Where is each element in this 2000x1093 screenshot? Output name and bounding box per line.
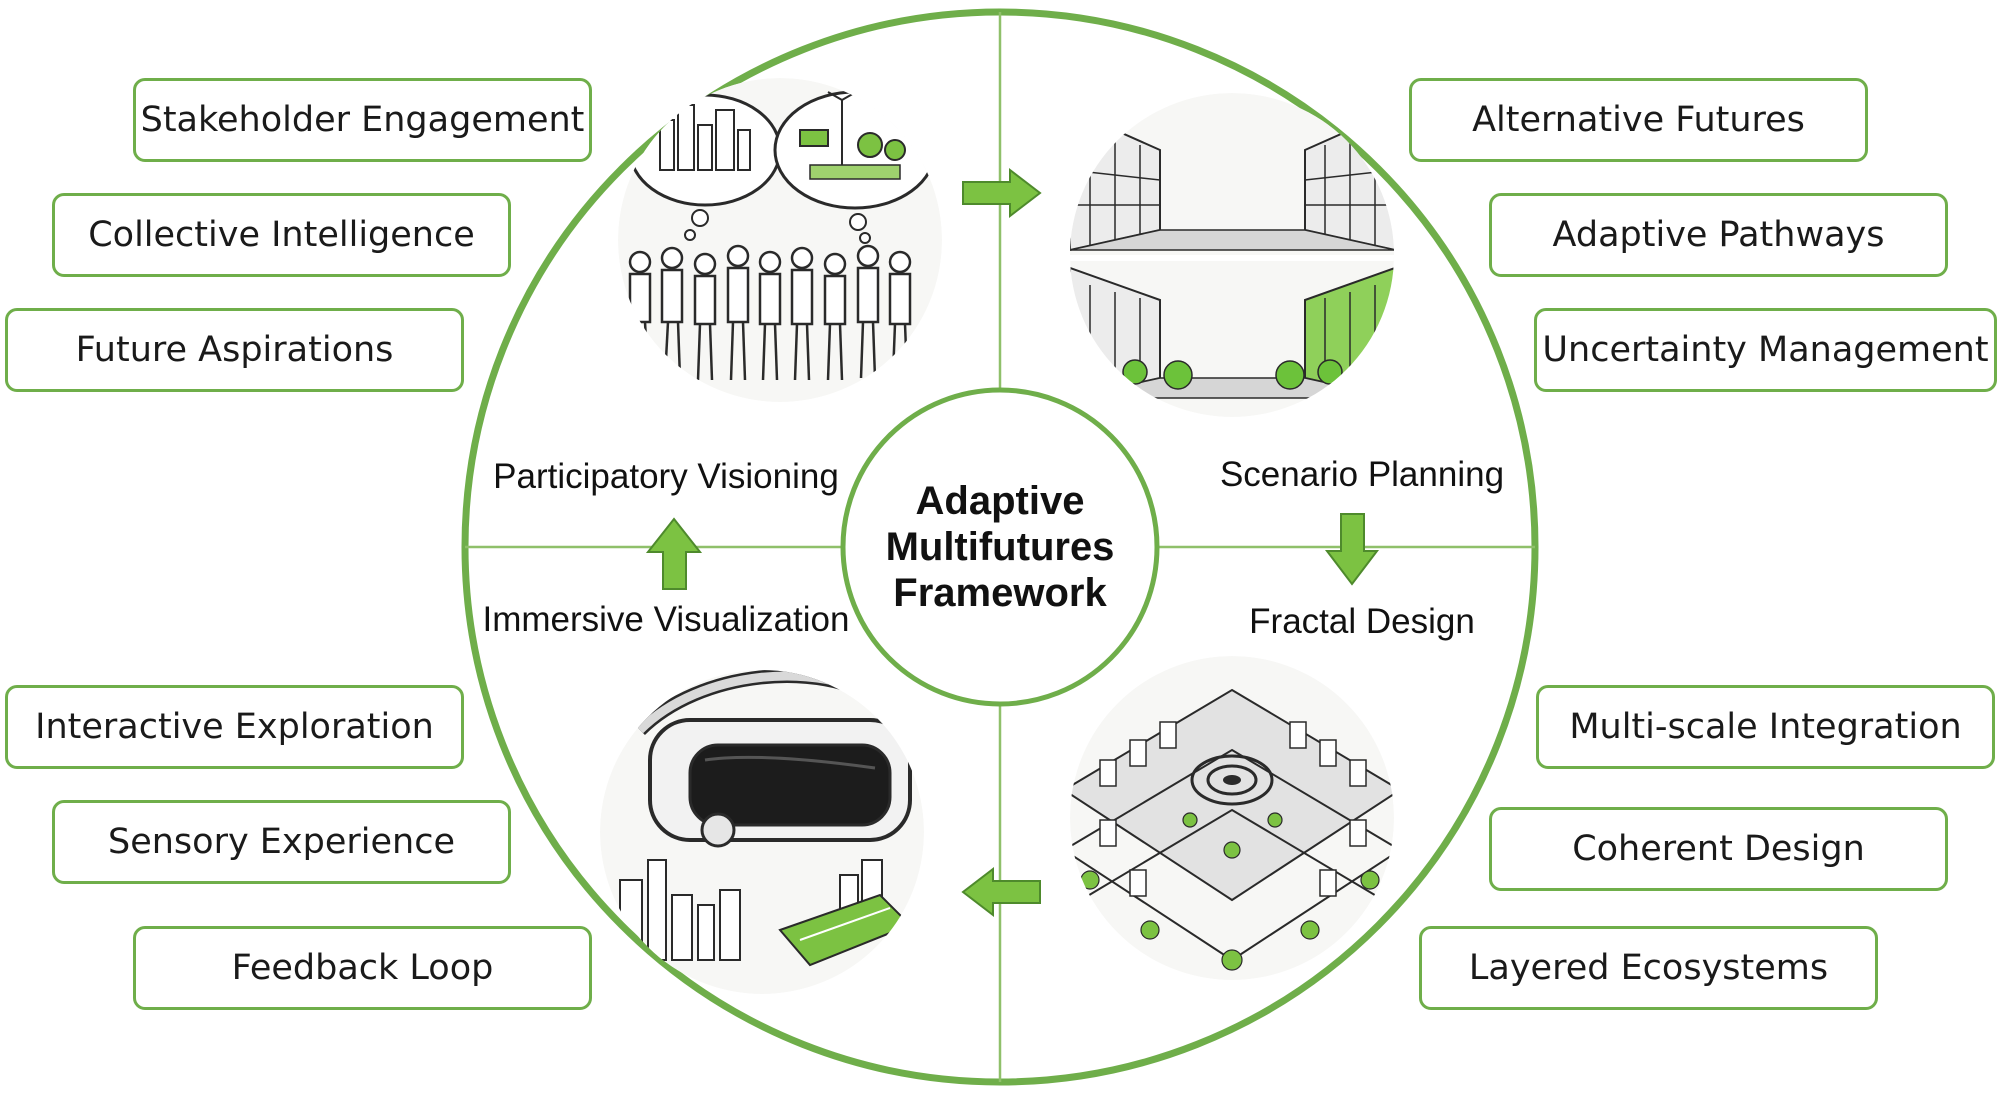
feature-box-future-aspirations: Future Aspirations (5, 308, 464, 392)
participatory-visioning-illustration (618, 78, 942, 402)
phase-label-participatory-visioning: Participatory Visioning (493, 457, 839, 496)
feature-box-uncertainty-management: Uncertainty Management (1534, 308, 1997, 392)
fractal-design-illustration (1070, 656, 1394, 980)
immersive-visualization-illustration (600, 670, 924, 994)
center-title-line: Framework (893, 571, 1107, 615)
feature-box-alternative-futures: Alternative Futures (1409, 78, 1868, 162)
feature-box-interactive-exploration: Interactive Exploration (5, 685, 464, 769)
center-title: Adaptive Multifutures Framework (886, 478, 1115, 616)
feature-box-coherent-design: Coherent Design (1489, 807, 1948, 891)
phase-label-scenario-planning: Scenario Planning (1219, 455, 1505, 494)
center-circle (840, 387, 1160, 707)
feature-box-layered-ecosystems: Layered Ecosystems (1419, 926, 1878, 1010)
feature-box-stakeholder-engagement: Stakeholder Engagement (133, 78, 592, 162)
phase-label-fractal-design: Fractal Design (1249, 602, 1475, 641)
phase-label-immersive-visualization: Immersive Visualization (482, 600, 850, 639)
feature-box-collective-intelligence: Collective Intelligence (52, 193, 511, 277)
arrow-right-icon (962, 167, 1042, 219)
feature-box-multi-scale-integration: Multi-scale Integration (1536, 685, 1995, 769)
arrow-down-icon (1324, 513, 1380, 586)
arrow-left-icon (961, 866, 1041, 918)
feature-box-adaptive-pathways: Adaptive Pathways (1489, 193, 1948, 277)
feature-box-sensory-experience: Sensory Experience (52, 800, 511, 884)
center-title-line: Adaptive (915, 479, 1085, 523)
center-title-line: Multifutures (885, 525, 1115, 569)
feature-box-feedback-loop: Feedback Loop (133, 926, 592, 1010)
arrow-up-icon (645, 517, 703, 590)
